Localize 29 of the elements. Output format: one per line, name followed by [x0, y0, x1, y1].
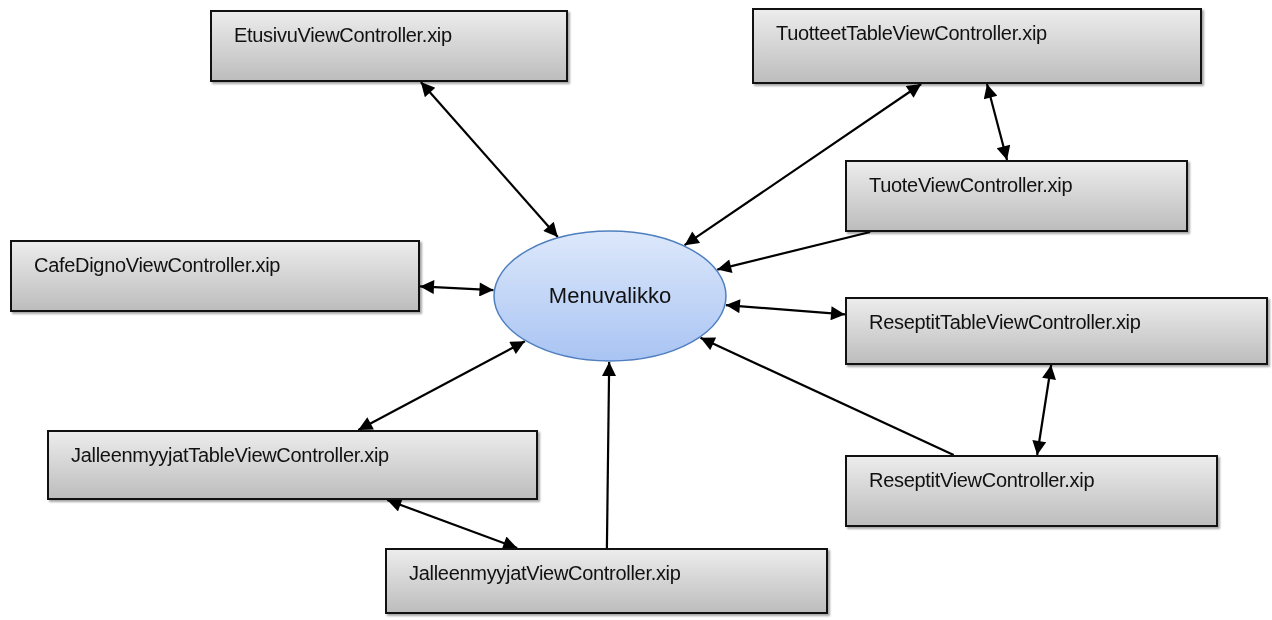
file-name: TuoteViewController.xip	[869, 174, 1073, 197]
arrow	[725, 299, 846, 321]
arrow	[357, 340, 526, 431]
arrow	[684, 83, 922, 247]
arrow	[983, 83, 1011, 161]
file-box	[752, 8, 1202, 84]
file-name: Menuvalikko	[547, 283, 673, 309]
arrow	[1032, 364, 1056, 456]
file-name: TuotteetTableViewController.xip	[776, 22, 1047, 45]
file-name: JalleenmyyjatViewController.xip	[409, 562, 681, 585]
file-box	[845, 455, 1218, 527]
arrow	[386, 498, 518, 550]
file-box	[845, 297, 1268, 365]
file-name: CafeDignoViewController.xip	[34, 254, 281, 277]
file-box	[385, 548, 828, 614]
arrow	[602, 362, 616, 548]
arrow	[717, 230, 871, 274]
arrow	[420, 81, 559, 238]
file-box	[47, 430, 538, 500]
file-name: EtusivuViewController.xip	[234, 24, 452, 47]
file-name: JalleenmyyjatTableViewController.xip	[71, 444, 389, 467]
arrow	[700, 336, 955, 456]
file-box	[210, 10, 568, 82]
file-name: ReseptitTableViewController.xip	[869, 311, 1141, 334]
file-name: ReseptitViewController.xip	[869, 469, 1095, 492]
file-box	[845, 160, 1188, 232]
file-box	[10, 240, 420, 312]
menu-ellipse	[493, 230, 727, 362]
arrow	[419, 280, 494, 297]
